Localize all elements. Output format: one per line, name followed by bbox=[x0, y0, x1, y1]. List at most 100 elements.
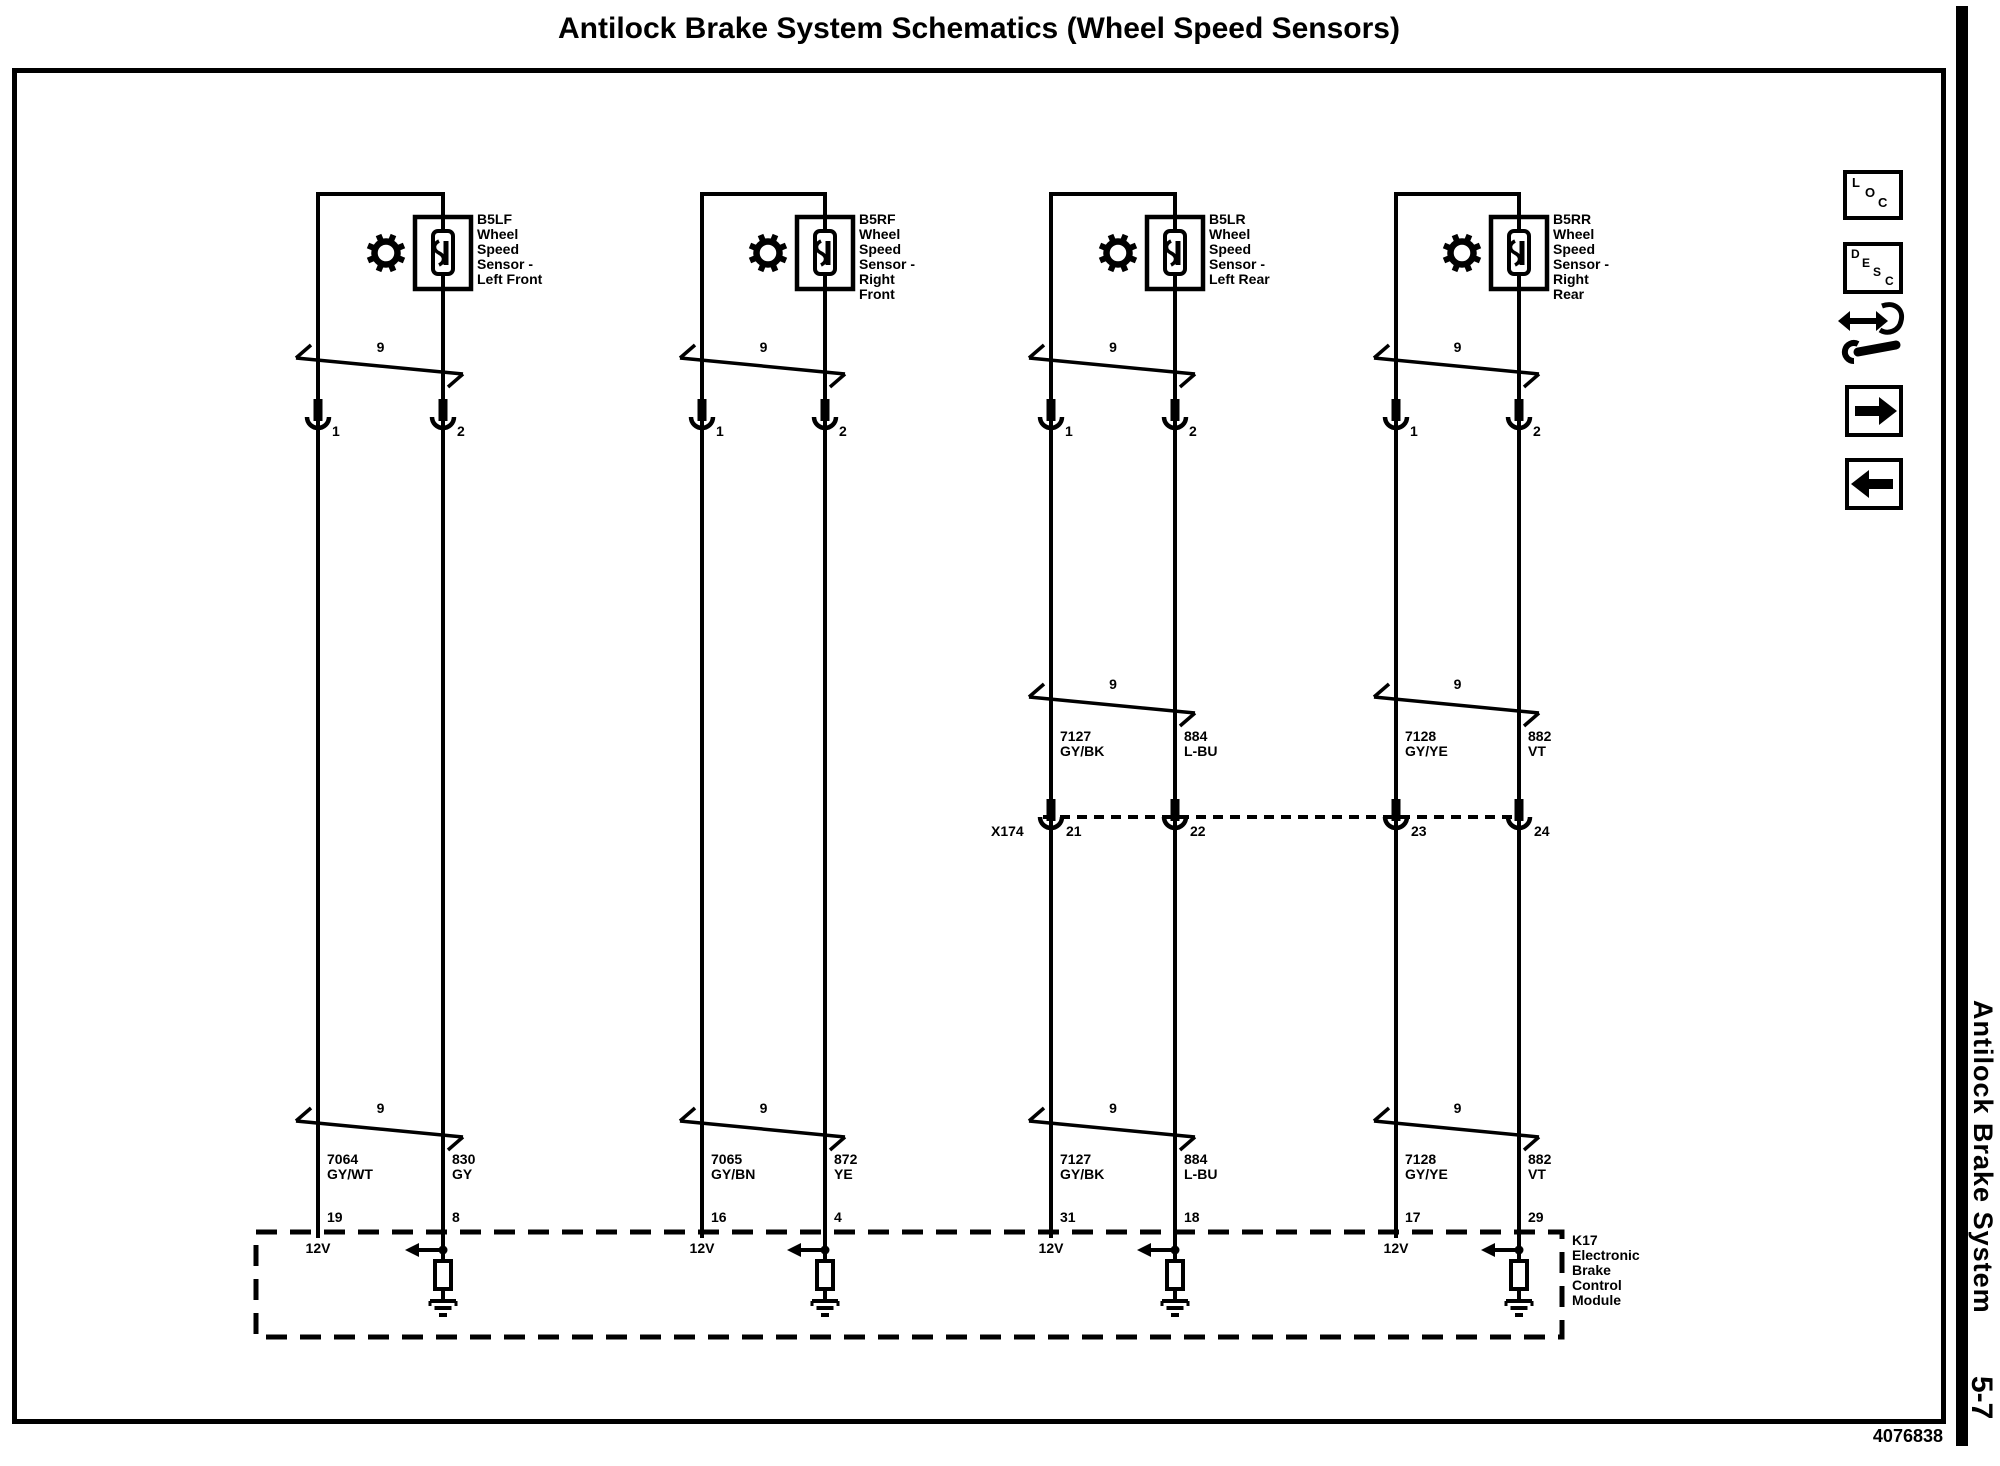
loc-letter: C bbox=[1878, 195, 1888, 210]
wire-label: 7128 GY/YE bbox=[1405, 1151, 1448, 1182]
module-pin-number: 29 bbox=[1528, 1209, 1544, 1225]
twisted-pair-count: 9 bbox=[1109, 676, 1117, 692]
wire-label: 7064 GY/WT bbox=[327, 1151, 373, 1182]
loc-letter: L bbox=[1852, 175, 1860, 190]
wire-label: 7065 GY/BN bbox=[711, 1151, 756, 1182]
wire bbox=[748, 255, 758, 264]
module-pin-number: 16 bbox=[711, 1209, 727, 1225]
desc-button[interactable]: D E S C bbox=[1843, 242, 1903, 294]
inline-terminal-icon bbox=[1161, 799, 1189, 831]
connector-pin-number: 22 bbox=[1190, 823, 1206, 839]
wire bbox=[1027, 682, 1046, 699]
wire bbox=[679, 356, 846, 376]
wire bbox=[1028, 695, 1196, 715]
module-pin-number: 4 bbox=[834, 1209, 842, 1225]
signal-arrow-icon bbox=[1481, 1243, 1495, 1257]
wire bbox=[396, 242, 406, 251]
twisted-pair-icon bbox=[1027, 682, 1197, 728]
wire bbox=[770, 233, 779, 243]
wire bbox=[388, 263, 397, 273]
sensor-circuit-column bbox=[1372, 192, 1550, 1317]
wire bbox=[446, 1135, 465, 1152]
signal-arrow-icon bbox=[405, 1243, 419, 1257]
pin-number: 1 bbox=[332, 423, 340, 439]
ground-icon bbox=[1504, 1299, 1534, 1317]
wire bbox=[1098, 242, 1108, 251]
wire bbox=[375, 233, 384, 243]
inline-terminal-icon bbox=[1382, 399, 1410, 431]
resistor-icon bbox=[1509, 1259, 1529, 1291]
loc-letter: O bbox=[1865, 185, 1876, 200]
desc-letter: E bbox=[1862, 256, 1871, 270]
prev-page-button[interactable] bbox=[1845, 458, 1903, 510]
supply-voltage-label: 12V bbox=[305, 1240, 331, 1256]
gear-icon bbox=[366, 233, 406, 273]
supply-voltage-label: 12V bbox=[689, 1240, 715, 1256]
wire bbox=[1107, 263, 1116, 273]
inline-terminal-icon bbox=[811, 399, 839, 431]
wire-label: 884 L-BU bbox=[1184, 1151, 1218, 1182]
wire bbox=[1128, 242, 1138, 251]
wire bbox=[366, 242, 376, 251]
wire-label: 7127 GY/BK bbox=[1060, 728, 1105, 759]
pin-number: 2 bbox=[1533, 423, 1541, 439]
wire bbox=[678, 1106, 697, 1123]
desc-letter: D bbox=[1851, 247, 1860, 261]
figure-number: 4076838 bbox=[1872, 1426, 1943, 1446]
wire bbox=[388, 233, 397, 243]
wire bbox=[828, 372, 847, 389]
wire-label: 884 L-BU bbox=[1184, 728, 1218, 759]
twisted-pair-icon bbox=[678, 1106, 847, 1152]
twisted-pair-icon bbox=[1372, 1106, 1541, 1152]
gear-icon bbox=[1442, 233, 1482, 273]
wire bbox=[1128, 255, 1138, 264]
wire bbox=[375, 263, 384, 273]
x174-connector-label: X174 bbox=[991, 823, 1024, 839]
wire bbox=[1472, 255, 1482, 264]
side-rule bbox=[1956, 6, 1968, 1446]
component-label: B5RR Wheel Speed Sensor - Right Rear bbox=[1553, 211, 1610, 302]
wire-label: 872 YE bbox=[834, 1151, 858, 1182]
wire bbox=[1178, 372, 1197, 389]
signal-arrow-icon bbox=[1137, 1243, 1151, 1257]
wire bbox=[396, 255, 406, 264]
wire bbox=[1522, 372, 1541, 389]
next-page-button[interactable] bbox=[1845, 385, 1903, 437]
twisted-pair-count: 9 bbox=[1453, 339, 1462, 355]
twisted-pair-icon bbox=[678, 343, 847, 389]
sensor-box bbox=[1144, 214, 1206, 292]
wire bbox=[757, 233, 766, 243]
ground-icon bbox=[810, 1299, 840, 1317]
module-pin-number: 8 bbox=[452, 1209, 460, 1225]
twisted-pair-icon bbox=[1027, 1106, 1197, 1152]
wire-label: 7128 GY/YE bbox=[1405, 728, 1448, 759]
wire bbox=[1442, 255, 1452, 264]
wire bbox=[757, 263, 766, 273]
sensor-box bbox=[1488, 214, 1550, 292]
desc-letter: C bbox=[1885, 274, 1894, 288]
pin-number: 2 bbox=[839, 423, 847, 439]
wire-label: 830 GY bbox=[452, 1151, 476, 1182]
wire bbox=[748, 242, 758, 251]
module-label: K17 Electronic Brake Control Module bbox=[1572, 1232, 1640, 1308]
loc-button[interactable]: L O C bbox=[1843, 170, 1903, 220]
wire bbox=[678, 343, 697, 360]
wire bbox=[1472, 242, 1482, 251]
wire bbox=[828, 1135, 847, 1152]
arrow-right-icon bbox=[1855, 397, 1897, 425]
inline-terminal-icon bbox=[1505, 399, 1533, 431]
sensor-circuit-column bbox=[1027, 192, 1206, 1317]
page-title: Antilock Brake System Schematics (Wheel … bbox=[558, 12, 1400, 45]
wire bbox=[294, 343, 313, 360]
supply-voltage-label: 12V bbox=[1383, 1240, 1409, 1256]
wire bbox=[1028, 356, 1196, 376]
twisted-pair-count: 9 bbox=[376, 339, 385, 355]
pin-number: 2 bbox=[1189, 423, 1197, 439]
wire bbox=[1451, 233, 1460, 243]
diagnostic-wrench-icon[interactable] bbox=[1838, 300, 1910, 372]
module-box bbox=[253, 1229, 1565, 1340]
twisted-pair-count: 9 bbox=[376, 1100, 385, 1116]
inline-terminal-icon bbox=[1037, 799, 1065, 831]
wire bbox=[1373, 356, 1540, 376]
